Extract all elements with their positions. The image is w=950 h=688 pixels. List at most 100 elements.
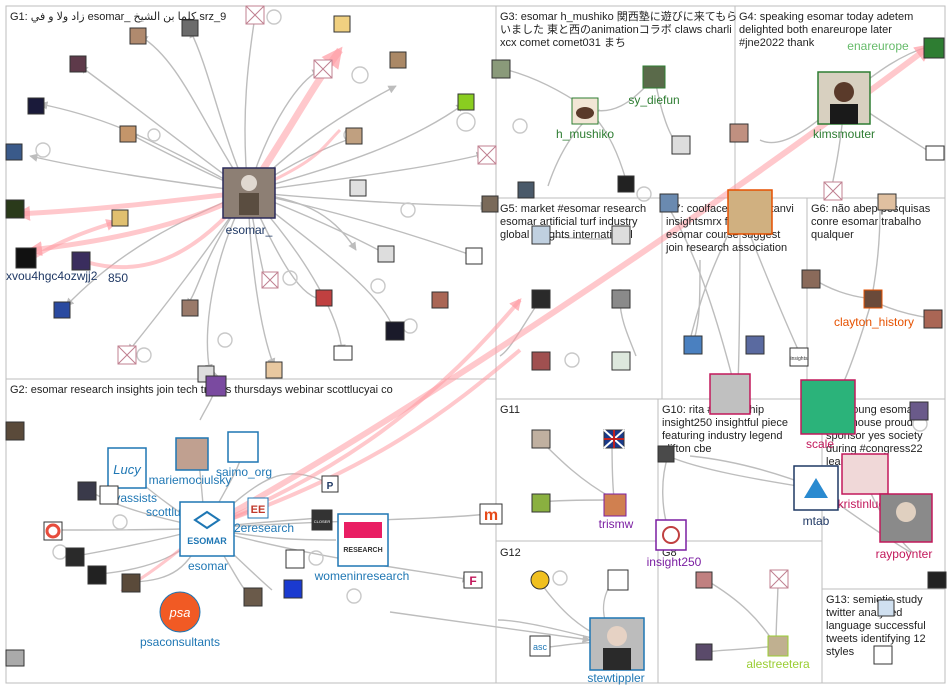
node-avatars-g10[interactable]	[657, 445, 675, 463]
thin-edges	[29, 15, 936, 653]
label-2eresearch: 2eresearch	[234, 521, 294, 535]
node-clayton-history[interactable]: clayton_history	[834, 289, 914, 329]
node-avatars-g12[interactable]: asc	[529, 569, 629, 657]
node-enareurope[interactable]: enareurope	[847, 37, 945, 59]
lucy-logo-text: Lucy	[113, 462, 142, 477]
p-badge-text: P	[327, 481, 334, 492]
group-title-g5-line-2: esomar artificial turf industry	[500, 216, 638, 228]
psa-logo-text: psa	[169, 605, 191, 620]
group-title-g6-line-2: conre esomar trabalho	[811, 216, 921, 228]
label-enareurope: enareurope	[847, 39, 909, 53]
m-logo-text: m	[484, 507, 498, 524]
group-title-g13-line-1: G13: semiotic study	[826, 594, 923, 606]
node-esomar[interactable]: ESOMAR esomar	[179, 501, 235, 573]
label-kristinluck: kristinluck	[838, 497, 892, 511]
node-trismw[interactable]: trismw	[599, 493, 634, 531]
group-title-g7-line-4: join research association	[665, 242, 787, 254]
group-title-g3-line-2: いました 東と西のanimationコラボ claws charli	[500, 23, 732, 36]
node-avatars-g1[interactable]	[5, 15, 499, 383]
group-title-g1-line-1: G1: زاد ولا و في esomar_ كلما بن الشيخ s…	[10, 11, 226, 23]
node-missing-avatars[interactable]	[117, 5, 843, 589]
node-raypoynter[interactable]: raypoynter	[876, 493, 933, 561]
node-alestreetera[interactable]: alestreetera	[746, 635, 810, 671]
label-scale: scale	[806, 437, 834, 451]
node-xvou4hgc4ozwjj2[interactable]: xvou4hgc4ozwjj2	[6, 247, 98, 283]
label-sy-diefun: sy_diefun	[628, 93, 679, 107]
ee-logo-text: EE	[251, 504, 266, 516]
node-kimsmouter[interactable]: kimsmouter	[813, 71, 875, 141]
group-title-g5-line-1: G5: market #esomar research	[500, 203, 646, 215]
label-esomar: esomar	[188, 559, 228, 573]
label-clayton-history: clayton_history	[834, 315, 914, 329]
label-raypoynter: raypoynter	[876, 547, 933, 561]
node-avatars-g5[interactable]	[531, 225, 631, 371]
label-trismw: trismw	[599, 517, 634, 531]
group-box-g11	[495, 398, 659, 542]
node-avatars-g6[interactable]	[801, 193, 943, 329]
group-title-g4-line-1: G4: speaking esomar today adetem	[739, 11, 913, 23]
label-h-mushiko: h_mushiko	[556, 127, 614, 141]
node-kristinluck[interactable]: kristinluck	[838, 453, 892, 511]
node-avatars-g8[interactable]	[695, 571, 713, 661]
node-saimo-org[interactable]: saimo_org	[216, 431, 272, 479]
label-kimsmouter: kimsmouter	[813, 127, 875, 141]
esomar-logo-text: ESOMAR	[187, 536, 227, 546]
f-logo-text: F	[469, 574, 476, 588]
group-title-g13-line-4: tweets identifying 12	[826, 633, 926, 645]
group-title-g6-line-1: G6: não abep pesquisas	[811, 203, 931, 215]
nodes: esomar_ xvou4hgc4ozwjj2 850	[5, 5, 947, 685]
node-sy-diefun[interactable]: sy_diefun	[628, 65, 680, 107]
node-avatars-g13[interactable]	[873, 599, 895, 665]
label-stewtippler: stewtippler	[587, 671, 644, 685]
group-title-g4-line-2: delighted both enareurope later	[739, 24, 892, 36]
closer-logo-text: CLOSER	[314, 519, 331, 524]
label-alestreetera: alestreetera	[746, 657, 810, 671]
group-title-g10-line-2: insight250 insightful piece	[662, 417, 788, 429]
node-avatars-g7[interactable]: insights	[659, 189, 809, 415]
label-mariemociulsky: mariemociulsky	[149, 473, 232, 487]
node-scottlu[interactable]: scottlu	[146, 505, 181, 519]
group-title-g12-line-1: G12	[500, 547, 521, 559]
node-avatars-g11[interactable]: m F	[463, 429, 625, 589]
node-mariemociulsky[interactable]: mariemociulsky	[149, 437, 232, 487]
insights-logo-text: insights	[791, 356, 808, 362]
node-avatars-g4[interactable]	[925, 145, 945, 161]
node-avatars-g3[interactable]	[491, 59, 749, 199]
womeninresearch-logo-text: RESEARCH	[343, 547, 382, 554]
label-mtab: mtab	[803, 514, 830, 528]
group-title-g3-line-3: xcx comet comet031 まち	[500, 36, 626, 49]
label-saimo-org: saimo_org	[216, 465, 272, 479]
label-850: 850	[108, 271, 128, 285]
node-2eresearch[interactable]: EE 2eresearch	[234, 497, 294, 535]
label-womeninresearch: womeninresearch	[314, 569, 410, 583]
group-title-g4-line-3: #jne2022 thank	[739, 37, 815, 49]
group-title-g11-line-1: G11	[500, 404, 520, 416]
label-scottlu: scottlu	[146, 505, 181, 519]
group-box-g13	[821, 588, 946, 684]
node-esomar-underscore[interactable]: esomar_	[222, 167, 276, 237]
self-loops	[35, 9, 928, 604]
node-womeninresearch[interactable]: RESEARCH womeninresearch	[314, 513, 410, 583]
node-avatars-g2[interactable]: P CLOSER	[5, 375, 339, 667]
edges	[15, 9, 936, 653]
node-avatars-g9[interactable]	[909, 401, 947, 589]
node-stewtippler[interactable]: stewtippler	[587, 617, 645, 685]
label-xvou4hgc4ozwjj2: xvou4hgc4ozwjj2	[6, 269, 98, 283]
group-title-g10-line-3: featuring industry legend	[662, 430, 782, 442]
node-h-mushiko[interactable]: h_mushiko	[556, 97, 614, 141]
group-title-g13-line-3: language successful	[826, 620, 926, 632]
node-scale[interactable]: scale	[800, 379, 856, 451]
node-insight250[interactable]: insight250	[647, 519, 702, 569]
node-lucyassists[interactable]: Lucy lucyassists	[99, 447, 157, 505]
label-insight250: insight250	[647, 555, 702, 569]
group-title-g9-line-4: during #congress22	[826, 443, 923, 455]
node-mtab[interactable]: mtab	[793, 465, 839, 528]
label-esomar-underscore: esomar_	[226, 223, 273, 237]
group-title-g6-line-3: qualquer	[811, 229, 854, 241]
label-psaconsultants: psaconsultants	[140, 635, 220, 649]
group-title-g3-line-1: G3: esomar h_mushiko 関西塾に遊びに来てもら	[500, 9, 737, 23]
asc-logo-text: asc	[533, 642, 548, 652]
node-psaconsultants[interactable]: psa psaconsultants	[140, 591, 220, 649]
node-850[interactable]: 850	[71, 251, 128, 285]
